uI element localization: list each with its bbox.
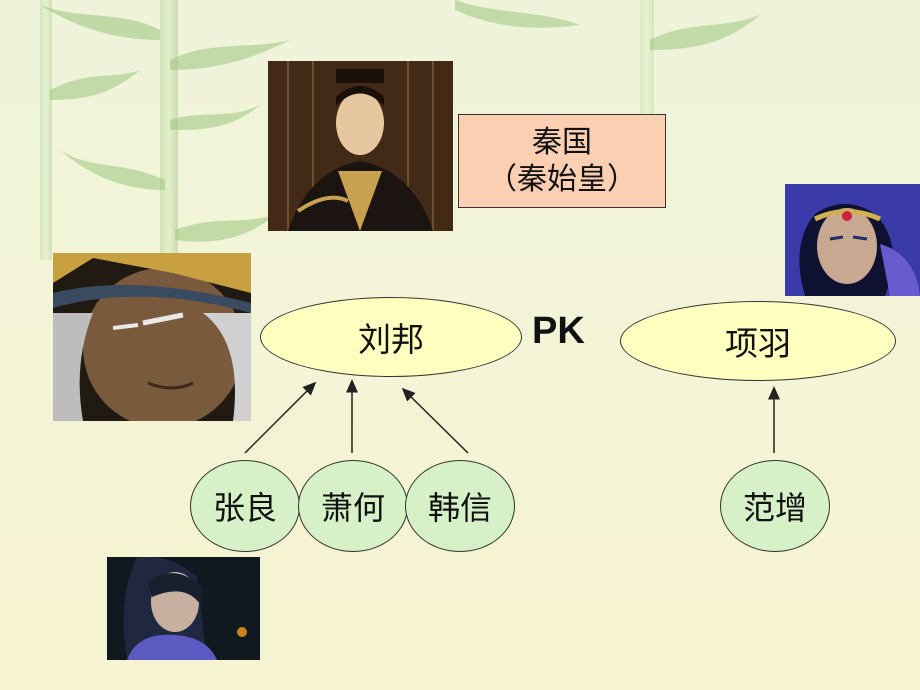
xiang-yu-label: 项羽 <box>725 324 791 363</box>
advisor-label: 萧何 <box>320 489 385 527</box>
advisor-zhang-liang: 张良 <box>190 460 300 552</box>
advisor-fan-zeng: 范增 <box>720 460 830 552</box>
liu-bang-label: 刘邦 <box>358 320 424 359</box>
xiang-yu-node: 项羽 <box>620 301 896 381</box>
liu-bang-node: 刘邦 <box>260 297 522 377</box>
advisor-han-xin: 韩信 <box>405 460 515 552</box>
arrow-han-xin <box>401 387 469 454</box>
elder-portrait <box>53 253 251 421</box>
qin-state-box: 秦国 （秦始皇） <box>458 114 666 208</box>
swordsman-portrait <box>107 557 260 660</box>
advisor-label: 韩信 <box>427 489 492 527</box>
qin-state-label: 秦国 <box>532 124 592 160</box>
advisor-xiao-he: 萧何 <box>298 460 408 552</box>
advisor-label: 范增 <box>742 489 807 527</box>
advisor-label: 张良 <box>212 489 277 527</box>
qin-emperor-label: （秦始皇） <box>487 162 637 197</box>
arrow-zhang-liang <box>244 381 317 454</box>
emperor-portrait <box>268 61 453 231</box>
versus-label: PK <box>532 310 585 352</box>
warrior-portrait <box>785 184 920 296</box>
